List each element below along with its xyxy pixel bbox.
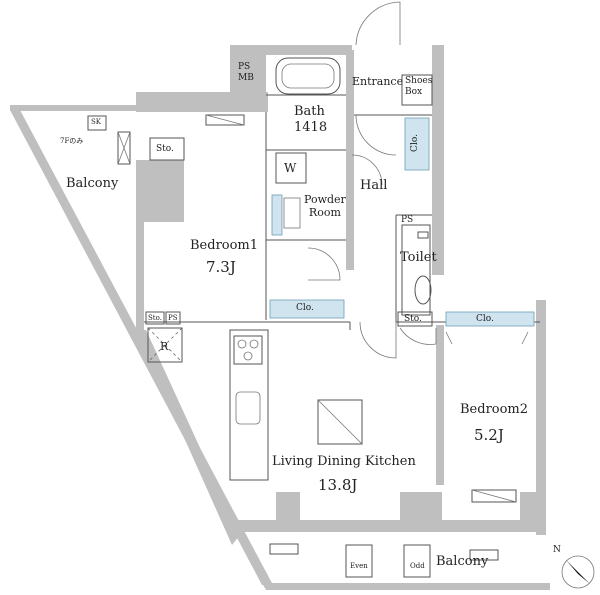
toilet-tank (417, 231, 429, 239)
refrigerator-label: R (160, 340, 169, 353)
bedroom1-closet (269, 299, 345, 319)
storage-ldk (145, 311, 165, 325)
burner-2 (249, 339, 259, 349)
powder-door (351, 154, 383, 186)
bath-top-wall (266, 45, 352, 55)
bedroom1-ac (205, 114, 245, 126)
balcony-fixture-right (469, 549, 499, 561)
balcony-bottom-wall (262, 583, 550, 590)
bedroom1-size: 7.3J (206, 258, 236, 276)
toilet-label: Toilet (400, 250, 437, 265)
ldk-hall-door (359, 321, 397, 359)
washer-label: W (284, 161, 297, 175)
inner-diagonal-wall (136, 330, 240, 545)
refrigerator-space (147, 327, 183, 363)
storage-toilet-label: Sto. (404, 314, 422, 324)
hall-label: Hall (360, 178, 388, 193)
bedroom1-west-wall (136, 222, 144, 330)
outdoor-unit-even (345, 544, 373, 578)
bedroom2-ac (471, 489, 517, 503)
ldk-size: 13.8J (318, 476, 358, 494)
shoes-box-label: Shoes Box (405, 76, 433, 97)
bath-size: 1418 (294, 120, 328, 135)
sk-label: SK (91, 118, 102, 126)
balcony-fixture (117, 131, 131, 165)
bath-hall-wall (346, 50, 354, 270)
balcony-fixture-left (269, 543, 299, 555)
burner-1 (237, 339, 247, 349)
storage-bedroom1 (149, 137, 185, 161)
entrance-door (355, 1, 401, 46)
kitchen-counter (229, 329, 269, 481)
bedroom1-west-block (136, 160, 184, 222)
bedroom1-door (307, 247, 341, 281)
powder-sink (283, 197, 301, 229)
bedroom1-ac-diag (205, 114, 245, 126)
sk-box (87, 115, 107, 131)
bedroom2-closet-label: Clo. (476, 314, 494, 324)
living-bottom-bump-mid (400, 492, 442, 520)
bedroom2-closet (445, 311, 535, 327)
toilet-bowl (414, 275, 432, 305)
bedroom2-door (399, 327, 437, 345)
bedroom1-top-wall (136, 92, 268, 112)
bedroom2-label: Bedroom2 (460, 402, 529, 417)
washer (275, 152, 307, 184)
bedroom2-closet-door-r (521, 331, 529, 345)
outdoor-unit-odd (403, 544, 431, 578)
powder-counter (271, 194, 283, 236)
north-label: N (553, 545, 561, 555)
powder-room-label: Powder Room (304, 193, 346, 219)
hall-door (355, 114, 397, 156)
bathtub-inner (281, 63, 335, 89)
living-bottom-wall (232, 520, 544, 532)
kitchen-stove (233, 335, 263, 365)
storage-toilet (397, 311, 433, 327)
odd-label: Odd (410, 562, 425, 570)
bath-label: Bath (294, 104, 325, 119)
living-bottom-bump-right (520, 492, 540, 520)
kitchen-sink (235, 391, 261, 425)
hall-closet (404, 117, 430, 171)
hall-closet-label: Clo. (409, 134, 420, 152)
shoes-box (401, 74, 433, 106)
psmb-block (230, 45, 266, 95)
bedroom2-east-wall (536, 300, 546, 535)
ldk-ac (317, 399, 363, 445)
balcony-fixture-diag-2 (117, 131, 131, 165)
balcony-top-wall (10, 105, 136, 111)
entrance-label: Entrance (352, 75, 404, 88)
ldk-label: Living Dining Kitchen (272, 454, 416, 469)
even-label: Even (350, 562, 368, 570)
living-bottom-bump-left (276, 492, 300, 520)
ps-mb-label: PS MB (238, 62, 254, 83)
bedroom2-closet-door-l (445, 331, 453, 345)
bedroom1-label: Bedroom1 (190, 238, 259, 253)
ps-ldk (165, 311, 181, 325)
ldk-ac-diag (317, 399, 363, 445)
bedroom1-closet-label: Clo. (296, 303, 314, 313)
seven-f-only-label: 7Fのみ (60, 137, 84, 145)
bedroom2-west-wall (436, 325, 444, 485)
balcony-bottom-label: Balcony (436, 554, 489, 569)
balcony-top-label: Balcony (66, 176, 119, 191)
compass-needle (566, 560, 590, 584)
storage-bedroom1-label: Sto. (156, 144, 174, 154)
ps-toilet-label: PS (401, 215, 414, 225)
compass-ring (561, 555, 595, 589)
toilet-room-box (401, 224, 431, 316)
burner-3 (243, 351, 253, 361)
ps-ldk-label: PS (168, 314, 178, 322)
bathtub (275, 57, 341, 95)
bedroom2-size: 5.2J (474, 426, 504, 444)
hall-east-wall (432, 45, 444, 275)
storage-ldk-label: Sto. (148, 314, 162, 322)
bedroom2-ac-diag (471, 489, 517, 503)
fridge-diag-2 (147, 327, 183, 363)
